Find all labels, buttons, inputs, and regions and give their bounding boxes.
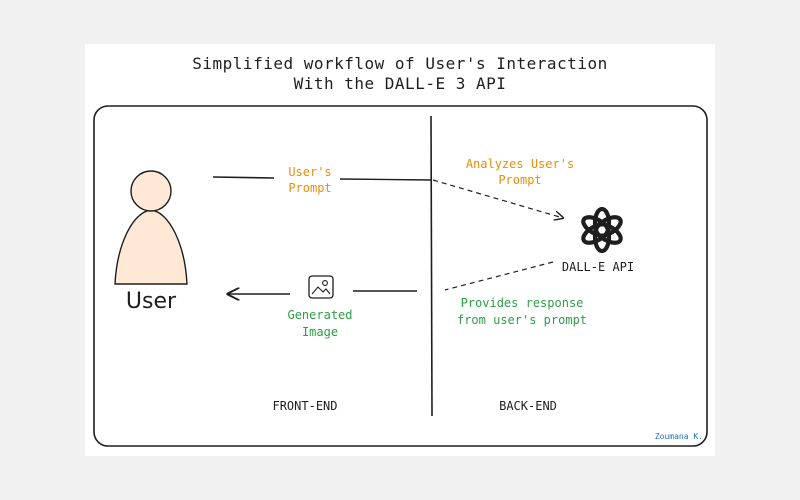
generated-label-line-1: Generated (287, 308, 353, 322)
front-back-divider (430, 115, 433, 417)
analyzes-label-line-1: Analyzes User's (465, 157, 575, 171)
users-prompt-line-right (339, 178, 432, 181)
users-prompt-label-line-1: User's (288, 165, 332, 179)
image-icon (308, 275, 334, 299)
generated-label-line-2: Image (301, 325, 339, 339)
user-label: User (125, 289, 177, 314)
diagram-title-line-2: With the DALL-E 3 API (293, 74, 507, 93)
back-end-label: BACK-END (499, 399, 557, 413)
provides-dashed-line (444, 261, 554, 291)
diagram-title-line-1: Simplified workflow of User's Interactio… (192, 54, 608, 73)
front-end-label: FRONT-END (272, 399, 338, 413)
users-prompt-label-line-2: Prompt (288, 181, 332, 195)
analyzes-label-line-2: Prompt (498, 173, 542, 187)
diagram-drawing (93, 105, 708, 447)
users-prompt-line-left (212, 176, 275, 179)
provides-label-line-2: from user's prompt (456, 313, 588, 327)
diagram-canvas: Simplified workflow of User's Interactio… (85, 44, 715, 456)
author-credit: Zoumana K. (654, 432, 703, 441)
analyzes-dashed-arrow (432, 179, 563, 218)
dalle-api-label: DALL-E API (561, 260, 635, 274)
provides-label-line-1: Provides response (460, 296, 584, 310)
outer-frame (93, 105, 708, 447)
openai-logo-icon (581, 206, 623, 254)
person-icon (114, 170, 188, 285)
